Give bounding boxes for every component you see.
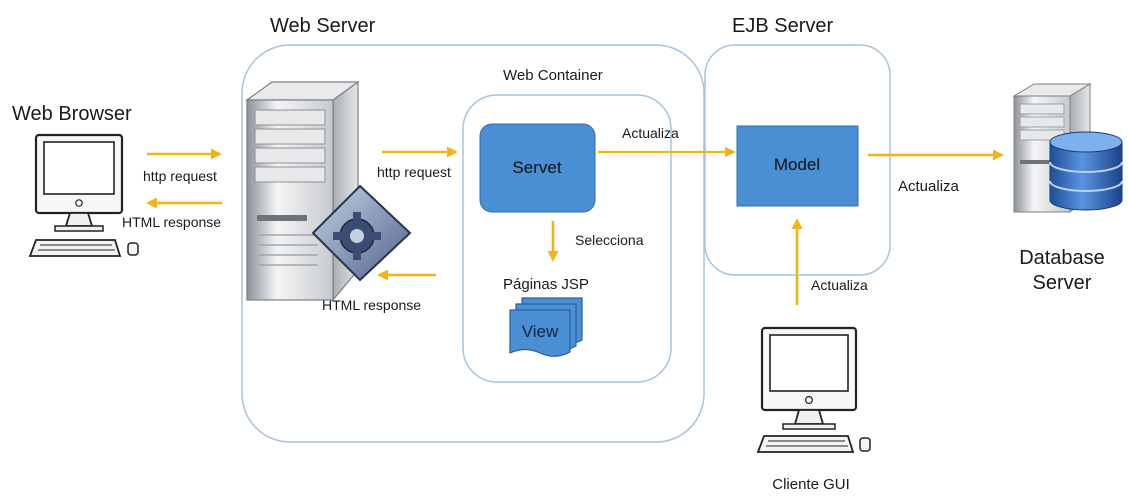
browser-http-request-label: http request xyxy=(143,168,217,184)
servet-to-model-arrow xyxy=(598,147,736,157)
web-browser-title: Web Browser xyxy=(12,103,132,125)
web-container-title: Web Container xyxy=(503,67,603,84)
browser-html-response-label: HTML response xyxy=(122,214,221,230)
server-response-arrow xyxy=(377,269,436,281)
gear-badge-icon xyxy=(311,184,412,282)
database-server-label-line2: Server xyxy=(1033,272,1092,294)
web-server-title: Web Server xyxy=(270,15,376,37)
view-pages-stack xyxy=(509,297,583,357)
model-label: Model xyxy=(774,155,820,174)
web-server-container xyxy=(241,44,705,443)
web-server-tower-icon xyxy=(245,80,360,302)
browser-response-arrow xyxy=(146,197,222,209)
servet-model-actualiza-label: Actualiza xyxy=(622,125,679,141)
ejb-server-title: EJB Server xyxy=(732,15,833,37)
selecciona-arrow xyxy=(547,221,559,262)
model-to-database-arrow xyxy=(868,149,1004,161)
gui-to-model-arrow xyxy=(791,218,803,305)
servet-box xyxy=(479,123,596,213)
container-request-arrow xyxy=(382,146,458,158)
servet-label: Servet xyxy=(512,158,561,177)
browser-computer-icon xyxy=(28,133,139,257)
server-html-response-label: HTML response xyxy=(322,297,421,313)
model-box xyxy=(736,125,859,207)
cliente-gui-label: Cliente GUI xyxy=(772,476,850,493)
gui-computer-icon xyxy=(756,326,871,453)
database-server-icon xyxy=(1012,83,1123,214)
gui-model-actualiza-label: Actualiza xyxy=(811,277,868,293)
paginas-jsp-label: Páginas JSP xyxy=(503,276,589,293)
container-http-request-label: http request xyxy=(377,164,451,180)
browser-request-arrow xyxy=(147,148,222,160)
web-container-box xyxy=(462,94,672,383)
database-server-label-line1: Database xyxy=(1019,247,1105,269)
view-label: View xyxy=(522,322,559,341)
model-database-actualiza-label: Actualiza xyxy=(898,178,960,195)
selecciona-label: Selecciona xyxy=(575,232,644,248)
